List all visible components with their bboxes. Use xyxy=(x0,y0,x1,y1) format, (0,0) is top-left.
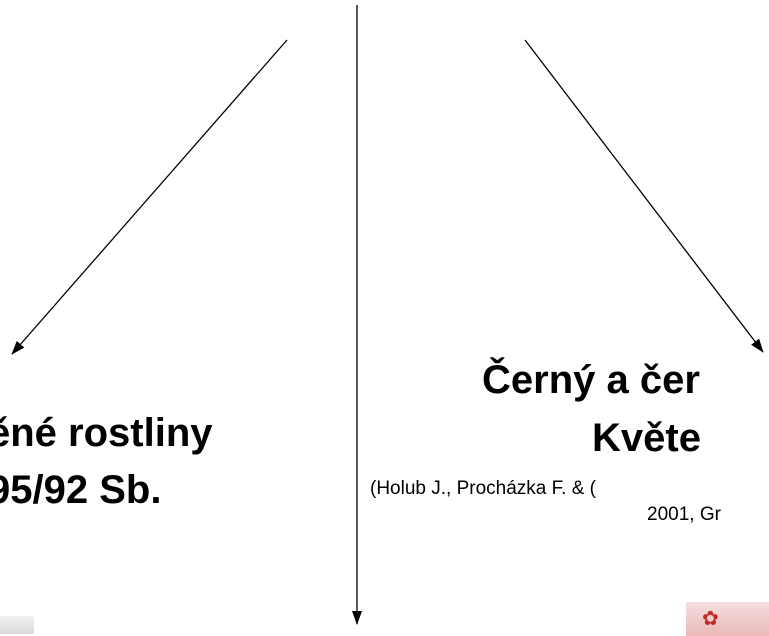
right-label-line2: Květe xyxy=(592,416,701,460)
left-diagonal-arrow xyxy=(11,39,288,355)
flower-icon: ✿ xyxy=(702,606,719,630)
right-diagonal-arrow xyxy=(524,39,764,353)
right-label-line1: Černý a čer xyxy=(482,358,700,402)
left-label-line1: ěné rostliny xyxy=(0,411,213,455)
document-thumbnail-icon xyxy=(0,616,34,634)
right-citation-line1: (Holub J., Procházka F. & ( xyxy=(370,478,596,499)
right-citation-line2: 2001, Gr xyxy=(647,504,721,525)
left-label-line2: 95/92 Sb. xyxy=(0,468,162,512)
book-cover-thumbnail-icon: ✿ xyxy=(686,602,769,636)
